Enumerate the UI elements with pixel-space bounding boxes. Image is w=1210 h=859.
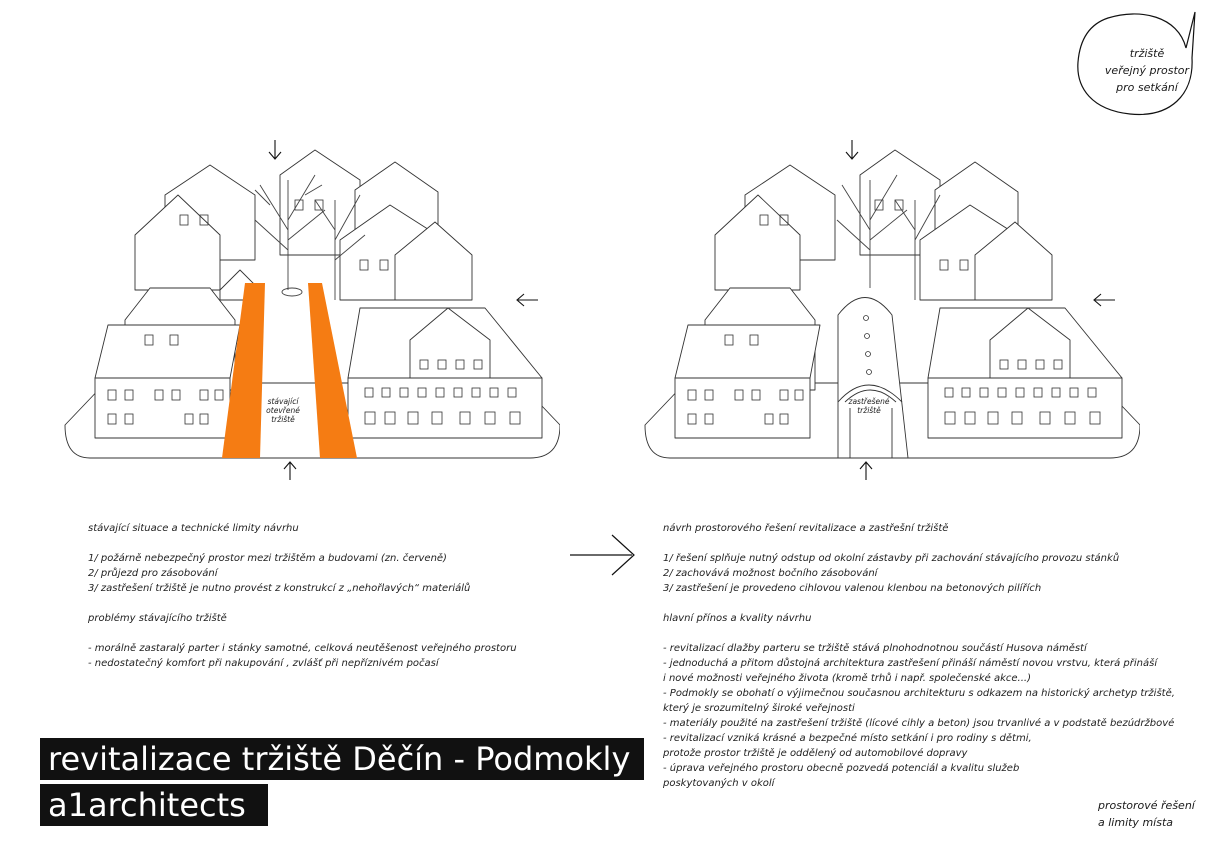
speech-bubble (1077, 11, 1196, 116)
label-line: stávající (267, 397, 299, 406)
list-item: 2/ zachovává možnost bočního zásobování (663, 568, 878, 579)
caption-line: a limity místa (1098, 816, 1173, 829)
arrow-right-icon (570, 534, 635, 576)
covered-market-label: zastřešené tržiště (842, 397, 896, 415)
sheet-caption: prostorové řešení a limity místa (1098, 797, 1208, 831)
list-item: - morálně zastaralý parter i stánky samo… (88, 643, 517, 654)
proposed-market-axonometry (644, 140, 1140, 480)
existing-market-label: stávající otevřené tržiště (262, 397, 304, 424)
list-item: 1/ řešení splňuje nutný odstup od okolní… (663, 553, 1120, 564)
bubble-line: veřejný prostor (1104, 64, 1190, 77)
bubble-line: pro setkání (1116, 81, 1178, 94)
list-item: 3/ zastřešení je provedeno cihlovou vale… (663, 583, 1042, 594)
list-item: - revitalizací dlažby parteru se tržiště… (663, 643, 1087, 654)
section-heading: hlavní přínos a kvality návrhu (663, 613, 812, 624)
section-heading: problémy stávajícího tržiště (88, 613, 227, 624)
label-line: otevřené (266, 406, 300, 415)
label-line: tržiště (271, 415, 295, 424)
label-line: tržiště (857, 406, 881, 415)
list-item: 3/ zastřešení tržiště je nutno provést z… (88, 583, 471, 594)
list-item: i nové možnosti veřejného života (kromě … (663, 673, 1031, 684)
list-item: 1/ požárně nebezpečný prostor mezi tržiš… (88, 553, 447, 564)
list-item: - revitalizací vzniká krásné a bezpečné … (663, 733, 1032, 744)
list-item: 2/ průjezd pro zásobování (88, 568, 218, 579)
list-item: - Podmokly se obohatí o výjimečnou souča… (663, 688, 1175, 699)
bubble-text: tržiště veřejný prostor pro setkání (1092, 45, 1202, 96)
fire-zone-right (308, 283, 357, 458)
list-item: protože prostor tržiště je oddělený od a… (663, 748, 968, 759)
label-line: zastřešené (848, 397, 890, 406)
proposal-text: návrh prostorového řešení revitalizace a… (663, 521, 1183, 791)
list-item: - jednoduchá a přitom důstojná architekt… (663, 658, 1158, 669)
bubble-line: tržiště (1129, 47, 1165, 60)
studio-name: a1architects (40, 784, 268, 826)
fire-zone-left (222, 283, 265, 458)
list-item: - nedostatečný komfort při nakupování , … (88, 658, 439, 669)
caption-line: prostorové řešení (1098, 799, 1195, 812)
project-title: revitalizace tržiště Děčín - Podmokly (40, 738, 645, 780)
existing-situation-text: stávající situace a technické limity náv… (88, 521, 548, 671)
existing-market-axonometry (64, 140, 560, 480)
section-heading: návrh prostorového řešení revitalizace a… (663, 523, 949, 534)
list-item: - úprava veřejného prostoru obecně pozve… (663, 763, 1020, 774)
list-item: který je srozumitelný široké veřejnosti (663, 703, 855, 714)
list-item: - materiály použité na zastřešení tržišt… (663, 718, 1175, 729)
section-heading: stávající situace a technické limity náv… (88, 523, 299, 534)
list-item: poskytovaných v okolí (663, 778, 775, 789)
